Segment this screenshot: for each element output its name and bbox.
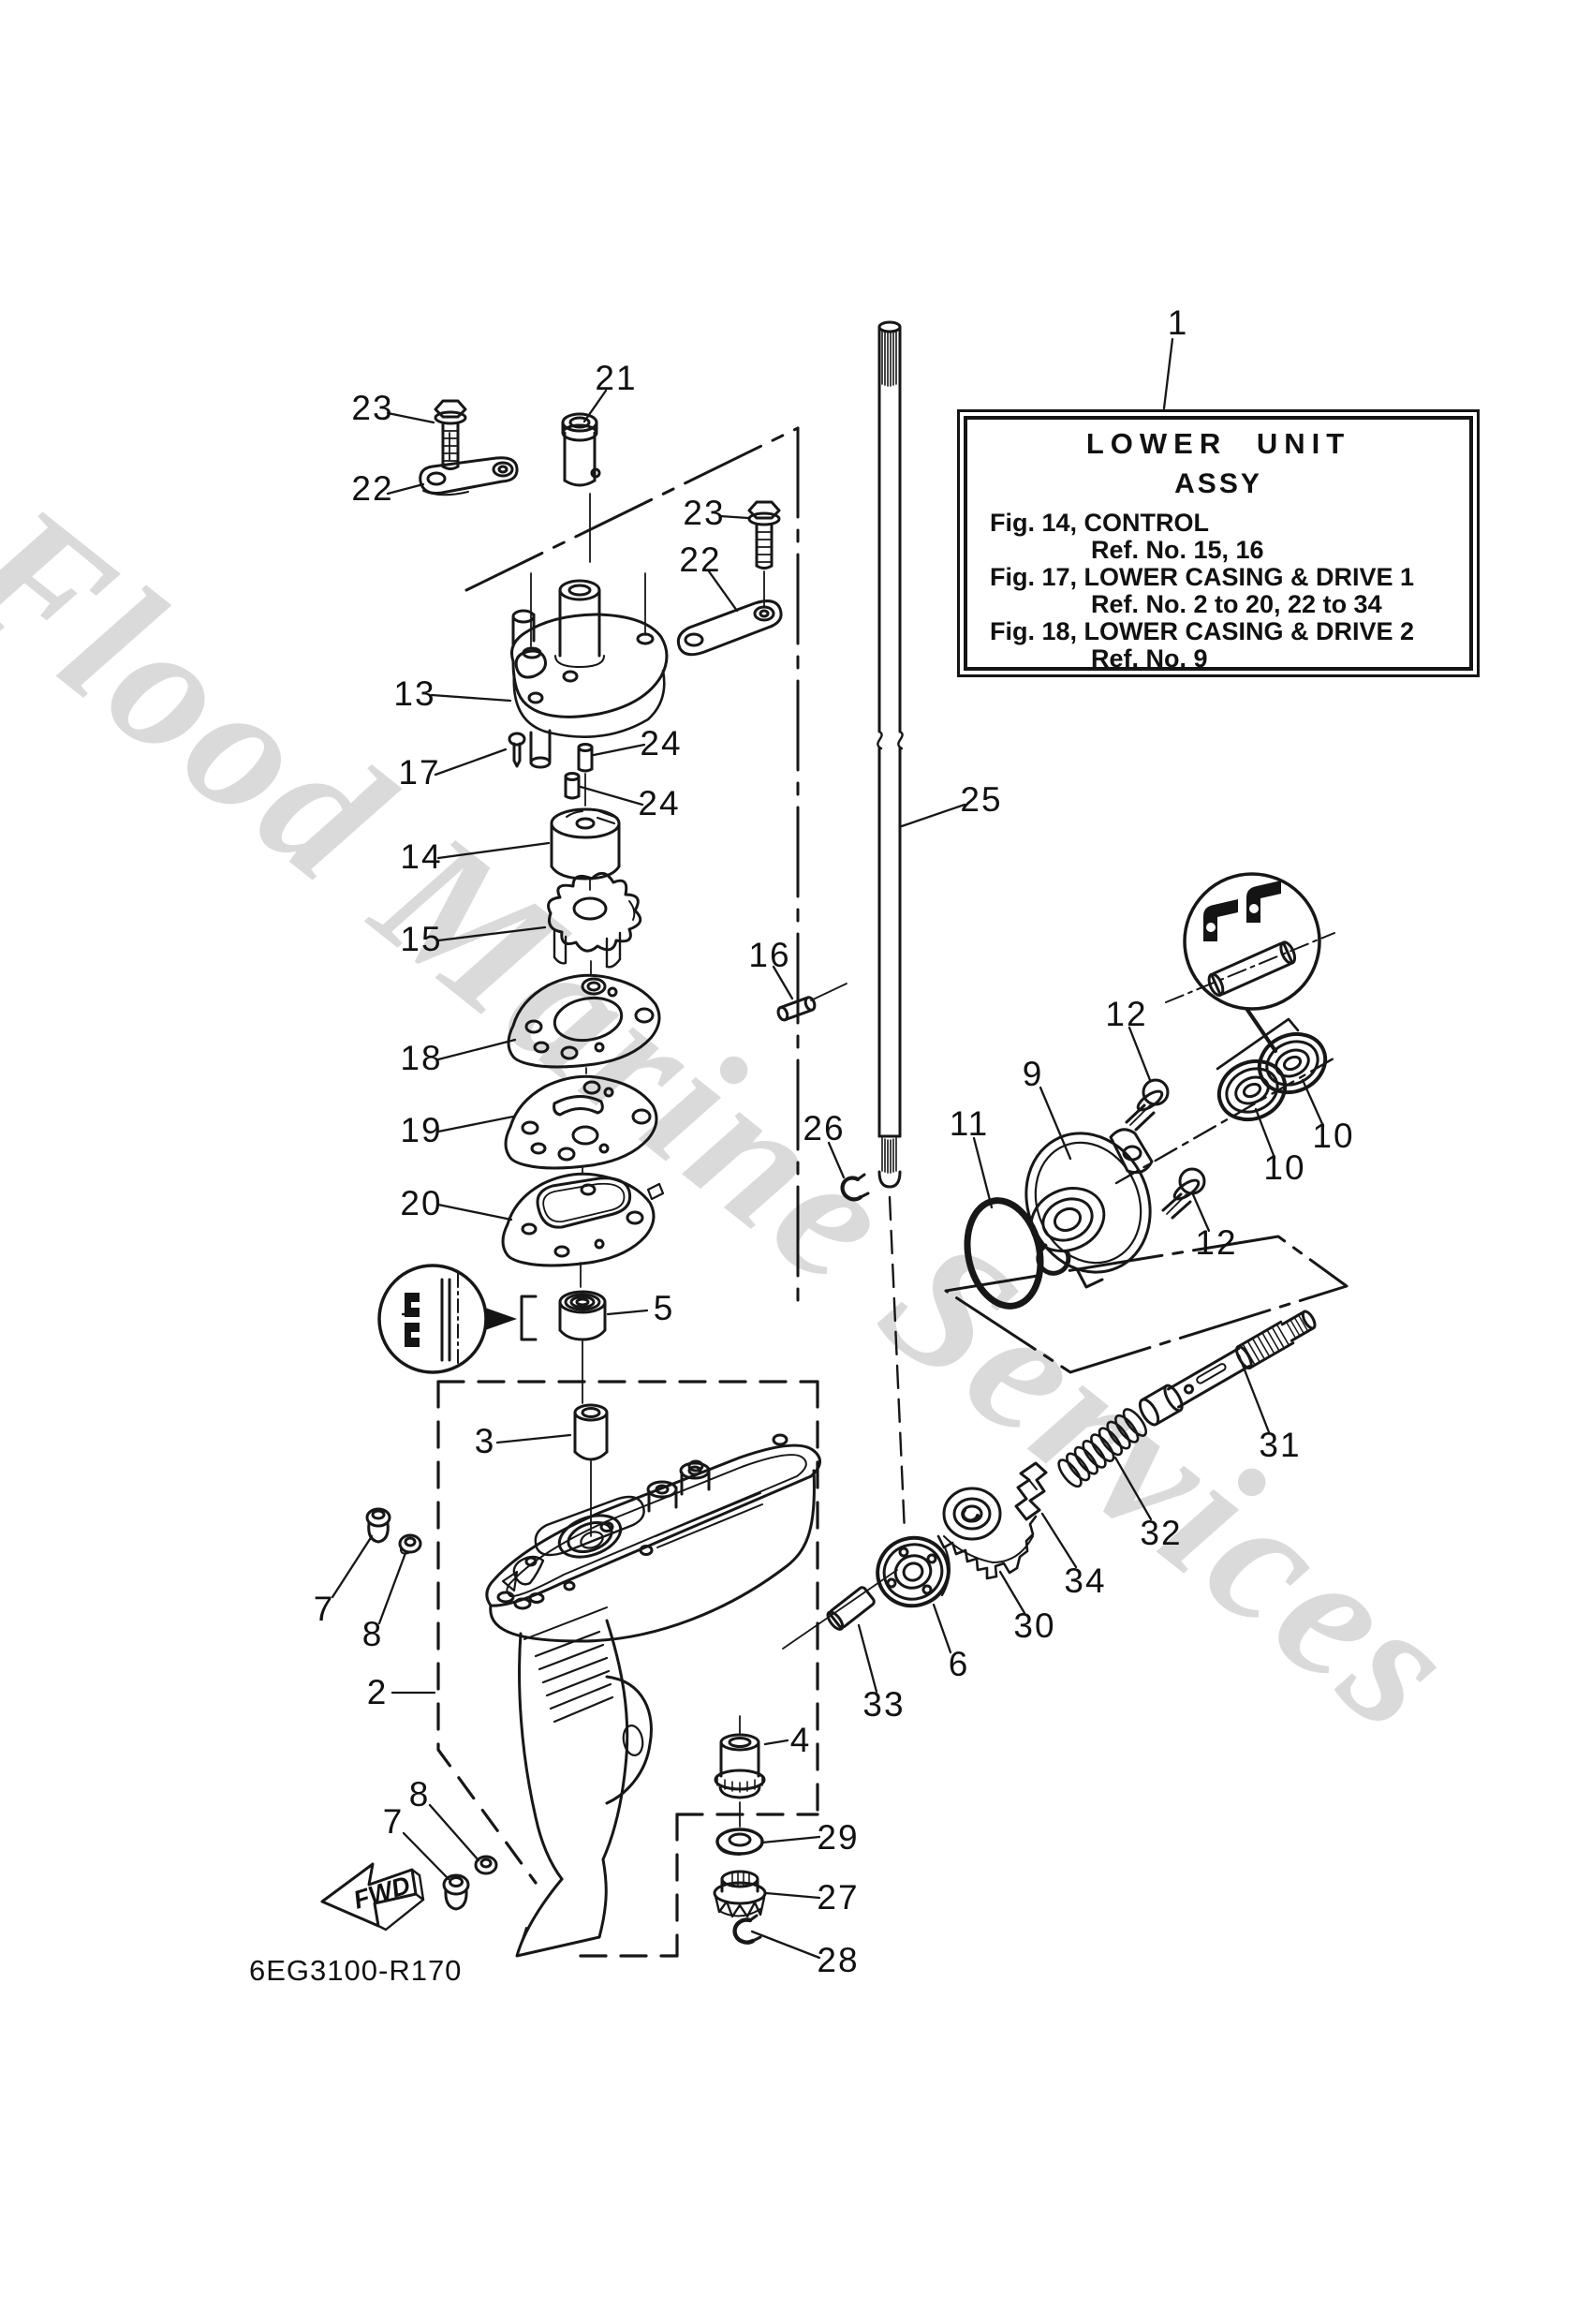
- part-label-27: 27: [817, 1878, 860, 1917]
- part-label-21: 21: [595, 359, 638, 397]
- part-label-31: 31: [1259, 1426, 1302, 1464]
- part-label-25: 25: [960, 780, 1003, 819]
- drawing-code: 6EG3100-R170: [249, 1954, 463, 1987]
- part-label-19: 19: [400, 1111, 443, 1149]
- part-label-5: 5: [653, 1289, 675, 1327]
- part-label-12: 12: [1195, 1223, 1238, 1262]
- prop-shaft-31-art: [1138, 1310, 1317, 1427]
- plug-7a-art: [365, 1507, 391, 1544]
- part-label-29: 29: [817, 1818, 860, 1857]
- cartridge-14-art: [550, 807, 621, 881]
- part-label-32: 32: [1140, 1514, 1183, 1552]
- info-box-title: LOWER UNIT: [1085, 427, 1351, 460]
- bolt-23a-art: [434, 399, 467, 470]
- arm-22b-art: [676, 600, 783, 657]
- screw-17-art: [508, 732, 526, 768]
- clutch-34-art: [1014, 1461, 1048, 1521]
- washer-29-art: [715, 1828, 764, 1856]
- casing-2-art: [485, 1433, 821, 1958]
- part-label-34: 34: [1064, 1562, 1107, 1600]
- impeller-15-art: [547, 871, 642, 969]
- pinion-27-art: [713, 1870, 767, 1918]
- pins-24-art: [564, 743, 594, 800]
- pin-33-art: [826, 1586, 876, 1631]
- part-label-7: 7: [382, 1802, 405, 1841]
- bearing-6-art: [876, 1535, 951, 1608]
- info-box-line: Fig. 14, CONTROL: [990, 509, 1210, 537]
- plug-7b-art: [442, 1873, 470, 1911]
- info-box-line: Ref. No. 2 to 20, 22 to 34: [1091, 590, 1382, 618]
- part-label-9: 9: [1022, 1055, 1044, 1093]
- bearing-10b-art: [1257, 1031, 1328, 1095]
- part-label-23: 23: [351, 389, 394, 427]
- plate-18-art: [507, 973, 661, 1069]
- info-box-line: Ref. No. 15, 16: [1091, 536, 1264, 564]
- bearing-housing-9-art: [1024, 1128, 1154, 1289]
- part-label-33: 33: [862, 1685, 906, 1724]
- part-label-6: 6: [948, 1645, 970, 1683]
- screw-12b-art: [1161, 1167, 1206, 1220]
- part-label-1: 1: [1167, 303, 1189, 342]
- part-label-17: 17: [398, 753, 441, 792]
- info-box-subtitle: ASSY: [1174, 468, 1262, 499]
- part-label-28: 28: [817, 1941, 860, 1979]
- part-label-22: 22: [351, 469, 394, 508]
- arm-22a-art: [419, 456, 519, 496]
- part-label-24: 24: [638, 784, 681, 822]
- washer-8a-art: [398, 1533, 422, 1555]
- part-label-30: 30: [1013, 1606, 1056, 1645]
- oring-11-art: [964, 1197, 1044, 1310]
- gear-30-art: [936, 1487, 1038, 1580]
- bushing-4-art: [714, 1715, 766, 1828]
- part-label-3: 3: [474, 1422, 496, 1460]
- part-label-10: 10: [1263, 1148, 1306, 1187]
- part-label-8: 8: [361, 1615, 384, 1653]
- part-label-13: 13: [393, 674, 436, 713]
- plate-19-art: [504, 1074, 658, 1170]
- part-label-24: 24: [640, 724, 683, 762]
- part-label-4: 4: [789, 1721, 812, 1759]
- pump-housing-13-art: [510, 579, 669, 769]
- part-label-7: 7: [313, 1590, 335, 1628]
- washer-8b-art: [474, 1855, 498, 1875]
- part-label-8: 8: [408, 1775, 431, 1813]
- part-label-18: 18: [400, 1039, 443, 1077]
- info-box-line: Fig. 17, LOWER CASING & DRIVE 1: [990, 563, 1415, 591]
- clip-26-art: [840, 1173, 870, 1202]
- seal-5-art: [558, 1290, 607, 1341]
- screw-12a-art: [1125, 1078, 1170, 1132]
- fwd-arrow-label: FWD: [350, 1871, 414, 1915]
- part-label-26: 26: [803, 1109, 846, 1147]
- part-label-11: 11: [949, 1104, 990, 1143]
- part-label-12: 12: [1105, 995, 1148, 1033]
- construction-lines: [436, 426, 1349, 1958]
- drive-shaft-art: [877, 320, 904, 1189]
- part-label-16: 16: [748, 936, 791, 974]
- part-label-15: 15: [400, 920, 443, 958]
- part-label-22: 22: [679, 540, 722, 579]
- detail-circle-clip: [1165, 872, 1335, 1071]
- fwd-arrow: [320, 1862, 425, 1932]
- bushing-3-art: [573, 1403, 609, 1461]
- info-box-line: Ref. No. 9: [1091, 644, 1208, 673]
- part-label-2: 2: [366, 1673, 389, 1711]
- bolt-23b-art: [747, 500, 781, 570]
- part-label-10: 10: [1312, 1117, 1355, 1155]
- pin-16-art: [776, 996, 817, 1022]
- part-label-20: 20: [400, 1184, 443, 1222]
- gasket-20-art: [501, 1172, 665, 1267]
- spring-32-art: [1057, 1408, 1148, 1488]
- part-label-14: 14: [400, 837, 443, 876]
- grommet-21-art: [561, 412, 601, 487]
- detail-circle-seal: [377, 1264, 538, 1374]
- part-label-23: 23: [683, 494, 726, 532]
- info-box-line: Fig. 18, LOWER CASING & DRIVE 2: [990, 617, 1415, 645]
- clip-28-art: [732, 1914, 762, 1945]
